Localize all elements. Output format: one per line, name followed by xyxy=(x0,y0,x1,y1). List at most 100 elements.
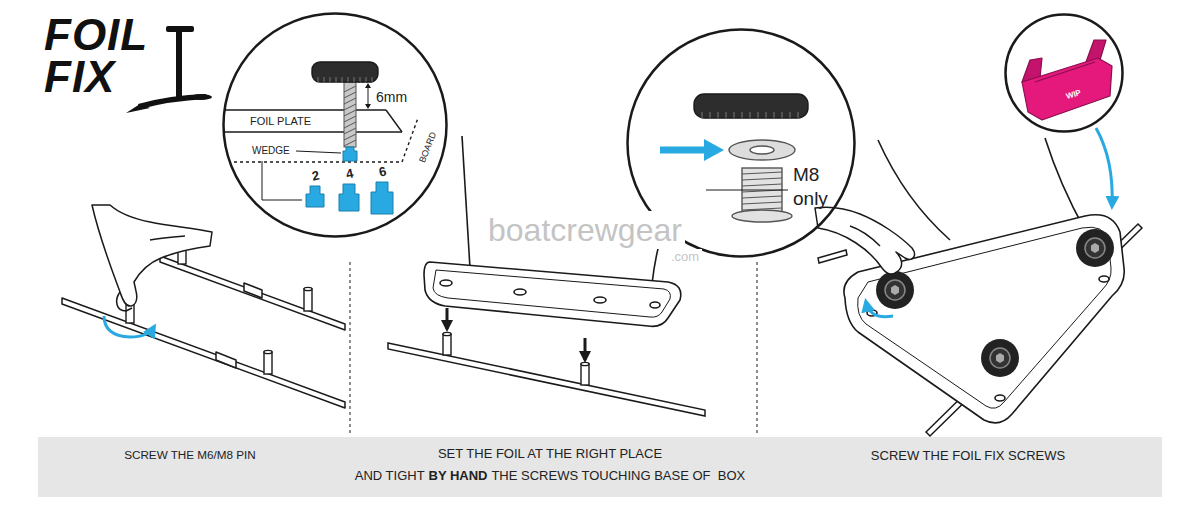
pin-detail xyxy=(222,161,402,162)
foil-plate xyxy=(650,302,660,308)
foil-fix-screw xyxy=(1076,229,1114,267)
step-caption: THE SCREWS TOUCHING BASE OF BOX xyxy=(491,468,745,484)
pin-detail xyxy=(386,110,402,132)
pointer-arrow xyxy=(1096,128,1112,206)
foil-box-rail xyxy=(160,256,345,330)
foil-plate xyxy=(424,262,681,326)
down-arrow xyxy=(447,308,585,360)
foil-mast xyxy=(1045,138,1085,230)
pin-detail xyxy=(222,131,402,132)
washer-detail xyxy=(750,146,774,154)
wedge-size: 2 xyxy=(310,167,320,184)
pin-detail xyxy=(222,109,386,110)
pin-detail xyxy=(312,62,378,82)
caption-band: AND TIGHTBY HANDTHE SCREWS TOUCHING BASE… xyxy=(38,437,1162,497)
foil-fix-screw xyxy=(996,353,1004,363)
washer-detail xyxy=(742,168,782,214)
pin xyxy=(304,287,312,290)
logo-foil-icon xyxy=(190,94,212,100)
foil-fix-screw xyxy=(981,339,1019,377)
hand xyxy=(92,205,212,311)
step-caption: SCREW THE FOIL FIX SCREWS xyxy=(808,448,1128,464)
foil-fix-screw xyxy=(891,285,899,295)
pin xyxy=(443,332,589,385)
hand xyxy=(815,207,914,274)
pin-detail xyxy=(262,161,302,200)
wedge-size: 4 xyxy=(344,165,354,182)
hand xyxy=(850,226,880,246)
washer-detail xyxy=(704,139,724,161)
foil-fix-screw xyxy=(1085,238,1105,258)
pin xyxy=(264,350,272,353)
hand xyxy=(117,292,132,311)
washer-detail xyxy=(694,94,808,118)
circle-outline xyxy=(224,14,447,237)
washer-detail xyxy=(729,140,795,160)
hand xyxy=(815,207,914,274)
rotate-arrow xyxy=(104,316,154,337)
pin xyxy=(264,352,272,374)
pin-detail xyxy=(339,184,359,211)
panel-separator xyxy=(349,262,350,436)
foil-box-rail xyxy=(388,343,705,416)
pin xyxy=(581,362,589,365)
logo-foil-icon xyxy=(126,104,150,113)
pin-detail xyxy=(318,77,372,82)
pin xyxy=(304,289,312,311)
foil-box-rail xyxy=(818,250,847,263)
pin-detail xyxy=(296,151,341,153)
pin-detail xyxy=(344,82,356,147)
pin-detail xyxy=(368,87,369,105)
down-arrow xyxy=(446,308,449,329)
washer-detail xyxy=(660,94,808,222)
foil-fix-screw xyxy=(990,348,1010,368)
part-label: FOIL PLATE xyxy=(250,115,311,128)
zoom-ground xyxy=(1004,13,1124,133)
foil-mast xyxy=(462,136,470,268)
washer-detail xyxy=(660,147,706,154)
washer-detail xyxy=(702,112,798,118)
rotate-arrow xyxy=(866,302,893,317)
panel-separator xyxy=(756,262,757,436)
step-caption: SCREW THE M6/M8 PIN xyxy=(30,448,350,462)
watermark: boatcrewgear xyxy=(485,211,685,249)
pin-detail xyxy=(371,182,393,214)
foil-fix-screw xyxy=(885,280,905,300)
step-caption: BY HAND xyxy=(429,468,488,484)
foil-plate xyxy=(1099,276,1109,282)
panel-separator xyxy=(350,262,757,436)
foil-box-rail xyxy=(62,256,345,408)
pin-detail xyxy=(222,62,418,214)
foil-mast xyxy=(878,140,950,240)
part-marking: WIP xyxy=(1065,88,1082,101)
watermark: .com xyxy=(668,249,702,265)
foil-box-rail xyxy=(244,283,262,298)
foil-box-rail xyxy=(216,352,236,368)
foil-plate xyxy=(995,395,1005,401)
zoom-circle: WIP xyxy=(1004,13,1124,133)
pin xyxy=(443,332,451,335)
circle-outline xyxy=(1004,13,1124,133)
pin-detail xyxy=(306,186,324,207)
foil-plate xyxy=(514,289,526,295)
foil-plate xyxy=(433,270,670,317)
foil-plate xyxy=(440,280,452,286)
hand xyxy=(150,236,185,240)
pin xyxy=(581,364,589,385)
zoom-circle: 6mmFOIL PLATEWEDGEBOARD246 xyxy=(222,12,448,238)
logo-title: FOIL FIX xyxy=(44,14,184,98)
part-label: WEDGE xyxy=(252,145,290,157)
foil-box-rail xyxy=(388,343,705,416)
part-label: BOARD xyxy=(417,131,439,165)
washer-detail xyxy=(742,172,782,210)
wip-key xyxy=(1022,58,1112,120)
hand xyxy=(92,205,212,306)
down-arrow xyxy=(584,338,587,360)
circle-outline xyxy=(1006,15,1123,132)
foil-plate xyxy=(424,262,681,326)
wip-key xyxy=(1035,62,1095,82)
pin-detail xyxy=(402,118,418,162)
